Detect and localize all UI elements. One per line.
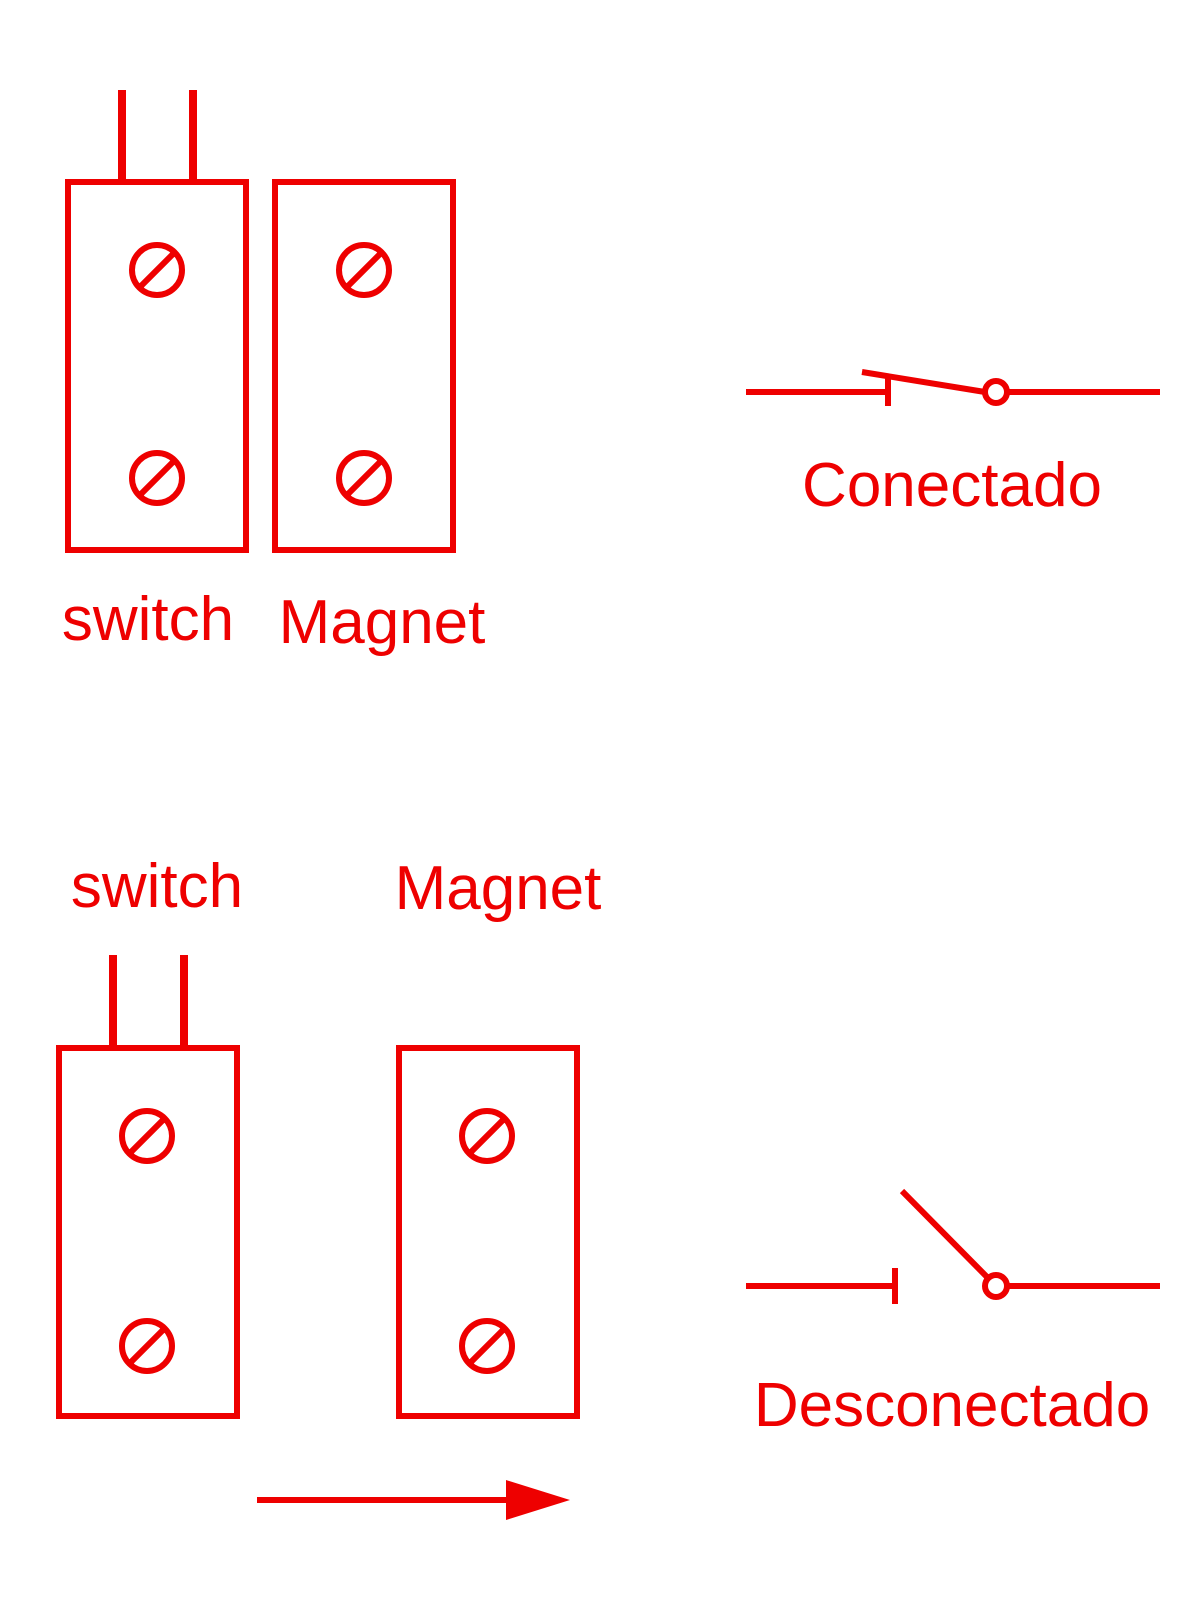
connected-switch-screw-bottom-icon bbox=[129, 450, 185, 506]
disconnected-state-label: Desconectado bbox=[754, 1371, 1150, 1440]
connected-magnet-screw-bottom-icon bbox=[336, 450, 392, 506]
disconnected-switch-label: switch bbox=[71, 852, 243, 921]
magnet-movement-arrow-icon bbox=[257, 1480, 570, 1520]
connected-magnet-housing bbox=[272, 179, 456, 553]
closed-switch-symbol-icon bbox=[746, 369, 1160, 406]
connected-magnet-screw-top-icon bbox=[336, 242, 392, 298]
disconnected-switch-body bbox=[56, 955, 240, 1419]
disconnected-switch-housing bbox=[56, 1045, 240, 1419]
connected-switch-housing bbox=[65, 179, 249, 553]
disconnected-switch-screw-bottom-icon bbox=[119, 1318, 175, 1374]
connected-magnet-label: Magnet bbox=[279, 588, 486, 657]
connected-state-label: Conectado bbox=[802, 451, 1102, 520]
connected-switch-body bbox=[65, 90, 249, 553]
disconnected-section: switch Magnet bbox=[56, 852, 1160, 1520]
disconnected-magnet-body bbox=[396, 1045, 580, 1419]
connected-switch-screw-top-icon bbox=[129, 242, 185, 298]
open-switch-symbol-icon bbox=[746, 1188, 1160, 1304]
disconnected-magnet-housing bbox=[396, 1045, 580, 1419]
connected-magnet-body bbox=[272, 179, 456, 553]
connected-switch-label: switch bbox=[62, 585, 234, 654]
disconnected-magnet-screw-top-icon bbox=[459, 1108, 515, 1164]
disconnected-magnet-screw-bottom-icon bbox=[459, 1318, 515, 1374]
disconnected-switch-screw-top-icon bbox=[119, 1108, 175, 1164]
disconnected-magnet-label: Magnet bbox=[395, 854, 602, 923]
connected-section: switch Magnet Conectado bbox=[62, 90, 1160, 657]
